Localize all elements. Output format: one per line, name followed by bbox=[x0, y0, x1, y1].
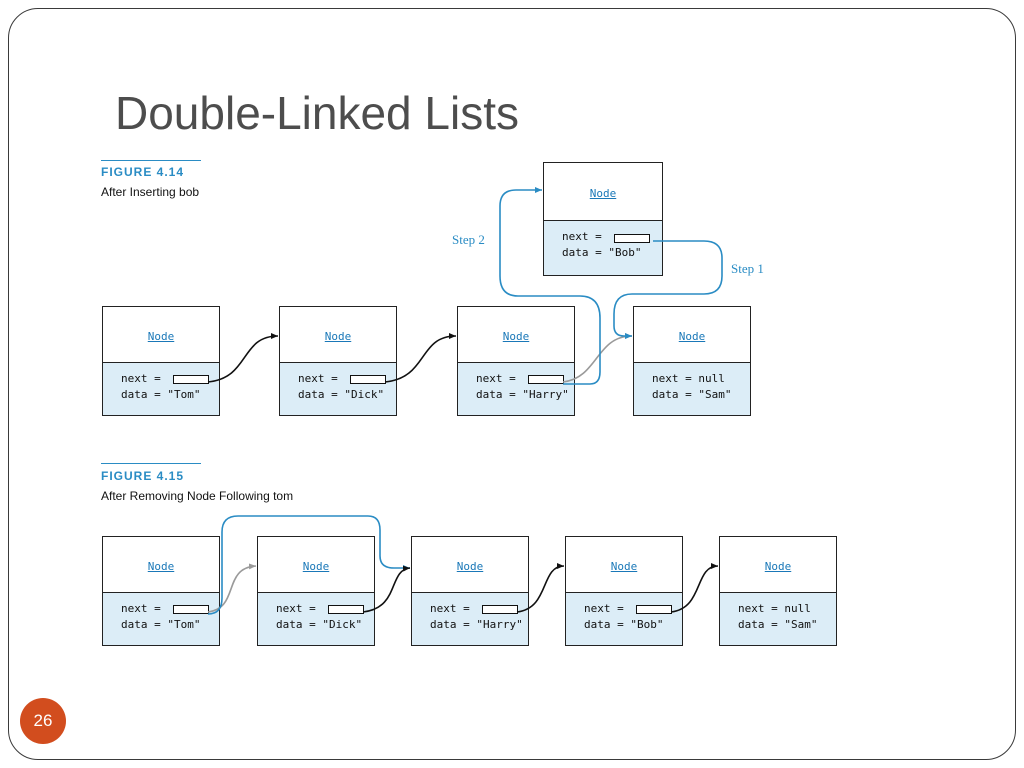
node-fields: next = data = "Harry" bbox=[412, 592, 528, 645]
next-field: next = null bbox=[652, 372, 725, 385]
step-2-label: Step 2 bbox=[452, 232, 485, 247]
figure-2-caption: After Removing Node Following tom bbox=[101, 489, 294, 503]
next-field: next = bbox=[121, 372, 161, 385]
node-title: Node bbox=[147, 329, 175, 343]
fig1-node-tom: Node next = data = "Tom" bbox=[102, 306, 220, 416]
node-fields: next = data = "Dick" bbox=[280, 362, 396, 415]
data-field: data = "Dick" bbox=[298, 388, 385, 401]
next-field: next = bbox=[298, 372, 338, 385]
fig2-node-harry: Node next = data = "Harry" bbox=[411, 536, 529, 646]
figure-1-label: FIGURE 4.14 bbox=[101, 165, 185, 179]
node-header: Node bbox=[103, 307, 219, 365]
figure-2-rule bbox=[101, 463, 201, 464]
next-field: next = bbox=[584, 602, 624, 615]
next-pointer-box bbox=[528, 375, 564, 384]
node-header: Node bbox=[412, 537, 528, 595]
node-title: Node bbox=[456, 559, 484, 573]
next-field: next = bbox=[562, 230, 602, 243]
next-pointer-box bbox=[482, 605, 518, 614]
data-field: data = "Tom" bbox=[121, 618, 201, 631]
next-field: next = bbox=[476, 372, 516, 385]
node-fields: next = data = "Tom" bbox=[103, 362, 219, 415]
next-field: next = bbox=[430, 602, 470, 615]
node-fields: next = data = "Tom" bbox=[103, 592, 219, 645]
data-field: data = "Dick" bbox=[276, 618, 363, 631]
next-pointer-box bbox=[614, 234, 650, 243]
node-fields: next = null data = "Sam" bbox=[720, 592, 836, 645]
fig1-node-dick: Node next = data = "Dick" bbox=[279, 306, 397, 416]
node-title: Node bbox=[610, 559, 638, 573]
data-field: data = "Tom" bbox=[121, 388, 201, 401]
inserted-node-bob: Node next = data = "Bob" bbox=[543, 162, 663, 276]
node-header: Node bbox=[103, 537, 219, 595]
node-fields: next = null data = "Sam" bbox=[634, 362, 750, 415]
node-fields: next = data = "Dick" bbox=[258, 592, 374, 645]
node-fields: next = data = "Harry" bbox=[458, 362, 574, 415]
next-pointer-box bbox=[328, 605, 364, 614]
node-title: Node bbox=[502, 329, 530, 343]
node-header: Node bbox=[280, 307, 396, 365]
node-header: Node bbox=[566, 537, 682, 595]
fig2-node-tom: Node next = data = "Tom" bbox=[102, 536, 220, 646]
node-title: Node bbox=[589, 186, 617, 200]
next-pointer-box bbox=[173, 375, 209, 384]
fig1-node-sam: Node next = null data = "Sam" bbox=[633, 306, 751, 416]
node-header: Node bbox=[634, 307, 750, 365]
data-field: data = "Harry" bbox=[476, 388, 569, 401]
figure-1-rule bbox=[101, 160, 201, 161]
data-field: data = "Sam" bbox=[652, 388, 732, 401]
fig1-node-harry: Node next = data = "Harry" bbox=[457, 306, 575, 416]
fig2-node-sam: Node next = null data = "Sam" bbox=[719, 536, 837, 646]
data-field: data = "Bob" bbox=[584, 618, 664, 631]
data-field: data = "Sam" bbox=[738, 618, 818, 631]
figure-2-label: FIGURE 4.15 bbox=[101, 469, 185, 483]
next-field: next = null bbox=[738, 602, 811, 615]
next-field: next = bbox=[276, 602, 316, 615]
page-number-badge: 26 bbox=[20, 698, 66, 744]
node-title: Node bbox=[324, 329, 352, 343]
node-title: Node bbox=[147, 559, 175, 573]
node-title: Node bbox=[678, 329, 706, 343]
node-header: Node bbox=[544, 163, 662, 223]
node-title: Node bbox=[302, 559, 330, 573]
node-header: Node bbox=[720, 537, 836, 595]
data-field: data = "Bob" bbox=[562, 246, 642, 259]
fig2-node-dick: Node next = data = "Dick" bbox=[257, 536, 375, 646]
data-field: data = "Harry" bbox=[430, 618, 523, 631]
node-header: Node bbox=[458, 307, 574, 365]
node-fields: next = data = "Bob" bbox=[544, 220, 662, 275]
step-1-label: Step 1 bbox=[731, 261, 764, 276]
node-fields: next = data = "Bob" bbox=[566, 592, 682, 645]
figure-1-caption: After Inserting bob bbox=[101, 185, 200, 199]
next-field: next = bbox=[121, 602, 161, 615]
fig2-node-bob: Node next = data = "Bob" bbox=[565, 536, 683, 646]
slide-title: Double-Linked Lists bbox=[115, 87, 520, 139]
next-pointer-box bbox=[173, 605, 209, 614]
node-title: Node bbox=[764, 559, 792, 573]
node-header: Node bbox=[258, 537, 374, 595]
next-pointer-box bbox=[636, 605, 672, 614]
next-pointer-box bbox=[350, 375, 386, 384]
